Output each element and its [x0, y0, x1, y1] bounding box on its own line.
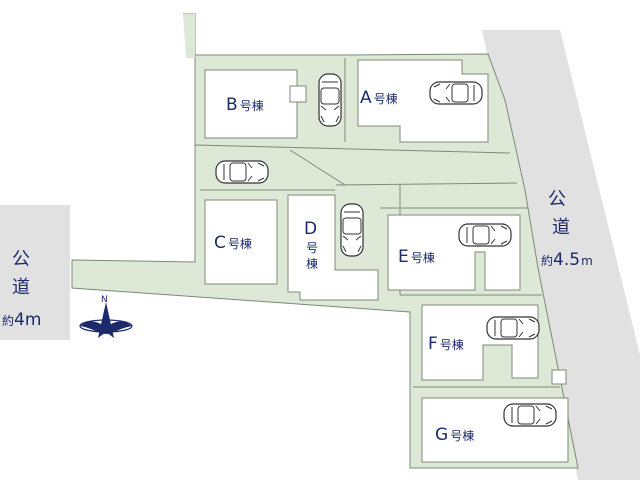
north-label: N	[101, 295, 108, 305]
house-d	[287, 194, 379, 301]
label-d-char1: 号	[306, 241, 318, 255]
east-road-kanji2: 道	[552, 217, 570, 238]
label-d-char2: 棟	[306, 256, 318, 271]
car-c	[215, 160, 269, 184]
north-arrow-icon: N	[79, 295, 133, 338]
car-f	[486, 316, 540, 340]
car-g	[503, 403, 557, 427]
house-c	[204, 199, 278, 285]
label-d-letter: D	[304, 219, 317, 239]
green-lot-upper	[183, 14, 195, 58]
car-a	[429, 81, 483, 105]
east-road	[482, 30, 640, 480]
car-b	[318, 73, 342, 127]
west-road-kanji1: 公	[12, 249, 30, 270]
house-b	[204, 69, 298, 139]
car-d	[340, 203, 364, 257]
west-road-width: 約4m	[2, 310, 41, 330]
east-road-kanji1: 公	[548, 189, 566, 210]
house-b-porch	[289, 85, 307, 103]
east-road-width: 約4.5m	[541, 250, 593, 270]
shed-f	[551, 369, 567, 385]
house-a	[357, 59, 489, 143]
west-road	[0, 205, 70, 340]
west-road-kanji2: 道	[12, 277, 30, 298]
car-e	[458, 223, 512, 247]
